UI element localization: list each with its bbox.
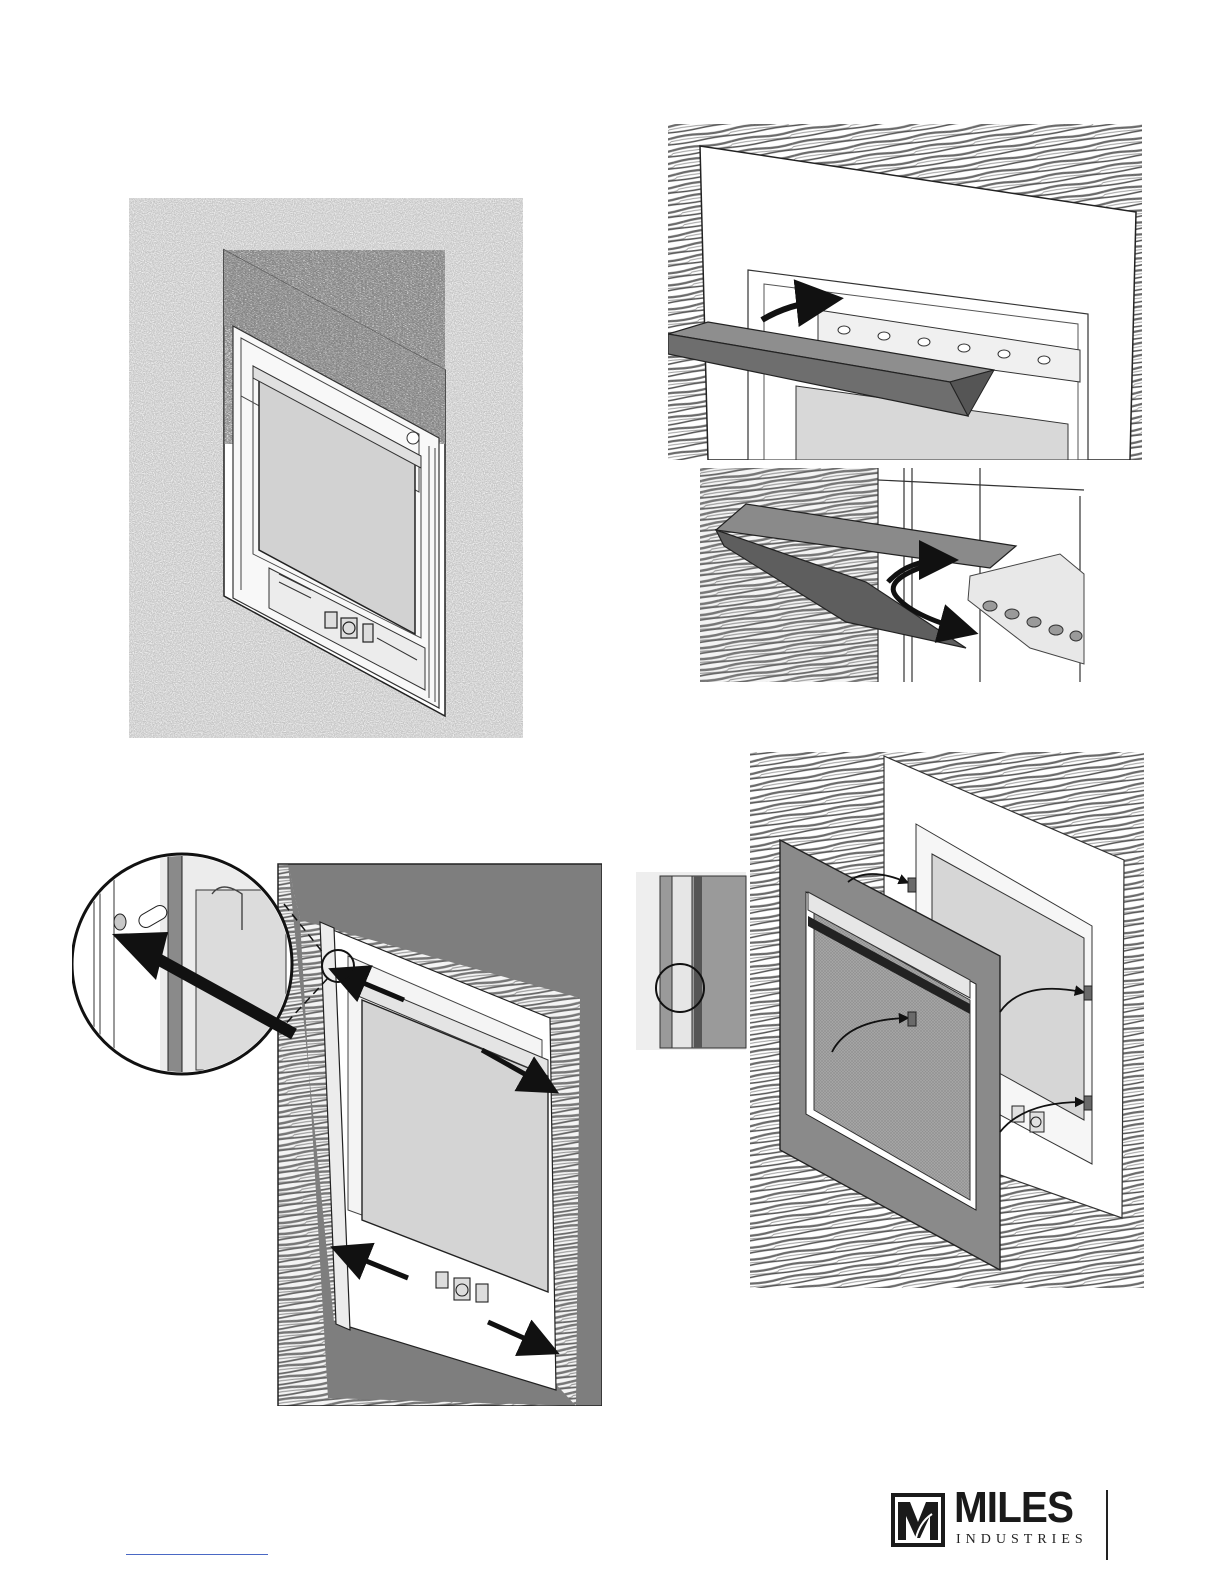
logo-brand: MILES <box>954 1486 1073 1530</box>
figure-hood-install <box>668 124 1142 460</box>
figure-fireplace-insert <box>129 198 523 738</box>
miles-logo-mark-icon <box>890 1492 946 1548</box>
footer-link-underline <box>126 1554 268 1555</box>
figure-hood-detail <box>700 468 1086 682</box>
figure-surround-mount <box>636 752 1144 1288</box>
surround-mount-icon <box>636 752 1144 1288</box>
miles-industries-logo: MILES INDUSTRIES <box>890 1488 1120 1566</box>
figure-surround-pin <box>72 850 602 1406</box>
surround-pin-icon <box>72 850 602 1406</box>
hood-install-icon <box>668 124 1142 460</box>
hood-detail-icon <box>700 468 1086 682</box>
logo-divider <box>1106 1490 1108 1560</box>
fireplace-insert-icon <box>129 198 523 738</box>
logo-subtitle: INDUSTRIES <box>956 1532 1088 1548</box>
